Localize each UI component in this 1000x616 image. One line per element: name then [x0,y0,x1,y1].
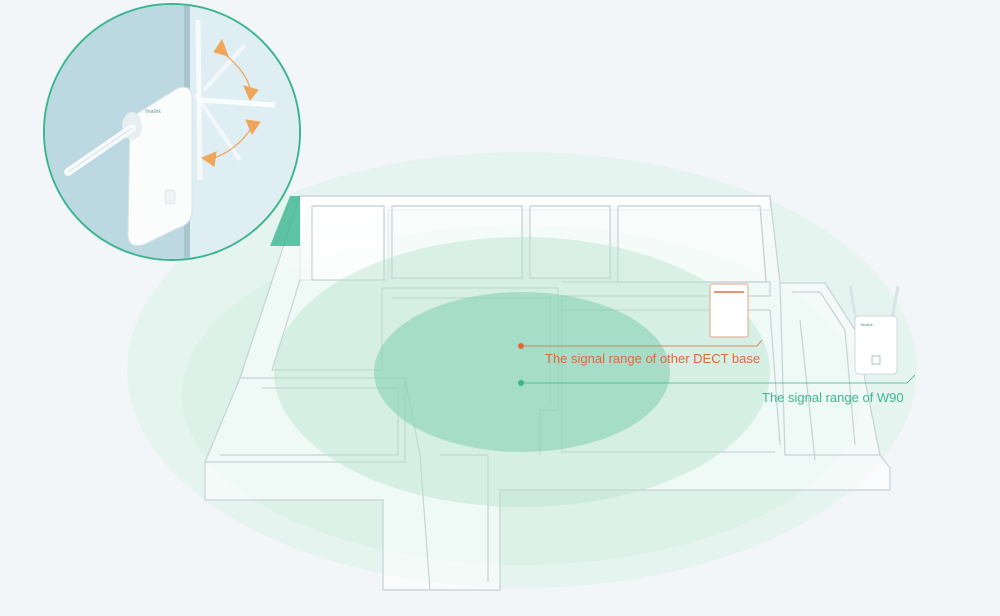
dect-base-station-icon [709,283,749,338]
w90-leader [518,374,916,386]
antenna-rotation-arrow-icon [200,38,261,167]
dect-inner-range [374,292,670,452]
w90-range-label: The signal range of W90 [762,390,904,405]
far-right-rooms [779,282,880,456]
room-top-left [311,205,385,281]
mount-brand-text: Yealink [145,109,161,115]
zoom-connector [270,196,300,246]
left-lower-room-inner [220,387,399,456]
w90-base-station-icon: Yealink [848,285,900,375]
dect-range-label: The signal range of other DECT base [545,351,761,366]
right-room-inner [562,309,781,446]
room-top-mid [391,205,523,279]
dect-leader [518,339,763,349]
room-top-mid2 [529,205,611,279]
right-room-wall [561,281,775,453]
left-wall [271,279,383,371]
far-right-partition [799,319,816,461]
w90-brand-text: Yealink [860,322,873,327]
far-right-inner [792,291,856,446]
corridor-wall-right [440,454,489,582]
